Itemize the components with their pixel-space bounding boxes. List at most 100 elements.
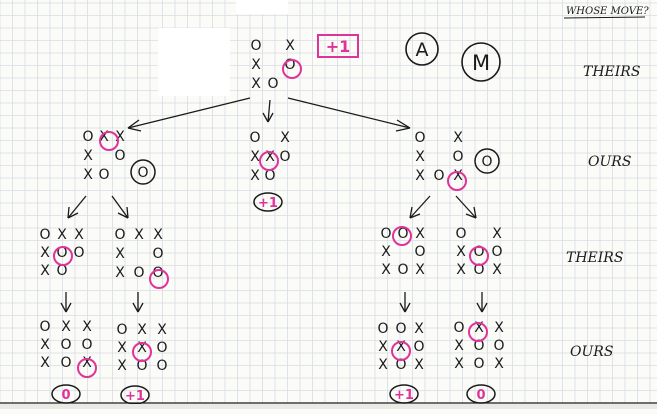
highlight-r2b <box>469 246 489 266</box>
cell-l3b-0-2: X <box>157 322 167 338</box>
arrow-l1-l2a <box>67 195 87 219</box>
cell-r2a-2-1: O <box>397 262 408 278</box>
cell-l2a-0-1: X <box>57 227 67 243</box>
cell-m1-2-1: O <box>264 168 275 184</box>
score-l3b: +1 <box>125 389 145 404</box>
cell-l3b-2-1: O <box>136 358 147 374</box>
cell-m1-1-2: O <box>279 149 290 165</box>
cell-r3a-1-0: X <box>378 339 388 355</box>
arrowhead <box>262 112 274 123</box>
cell-m1-0-0: O <box>249 130 260 146</box>
cell-root-1-0: X <box>251 57 261 73</box>
cell-root-2-1: O <box>267 76 278 92</box>
cell-r3a-0-0: O <box>377 321 388 337</box>
cell-root-0-0: O <box>250 38 261 54</box>
cell-r2b-2-2: X <box>492 262 502 278</box>
cell-r3a-2-1: O <box>395 357 406 373</box>
arrowhead <box>60 302 72 313</box>
cell-r1-2-1: O <box>433 168 444 184</box>
highlight-l3b <box>132 342 152 362</box>
score-r3b: 0 <box>476 388 485 403</box>
arrow-r1-r2b <box>455 195 477 219</box>
score-l3a: 0 <box>61 388 70 403</box>
cell-l2a-2-0: X <box>40 263 50 279</box>
arrowhead <box>117 206 129 219</box>
cell-l3a-1-1: O <box>60 337 71 353</box>
side-marker-text-l1: O <box>137 165 148 181</box>
arrow-root-left <box>127 97 251 129</box>
cell-r3a-1-1: X <box>396 339 406 355</box>
cell-r1-1-2: O <box>452 149 463 165</box>
cell-l3b-1-0: X <box>117 340 127 356</box>
cell-r2b-1-2: O <box>491 244 502 260</box>
cell-r2a-1-0: X <box>381 244 391 260</box>
cell-l3a-1-0: X <box>40 337 50 353</box>
highlight-l2b <box>149 269 169 289</box>
arrowhead <box>67 206 79 219</box>
cell-m1-2-0: X <box>250 168 260 184</box>
cell-l2a-1-1: O <box>56 245 67 261</box>
cell-root-1-2: O <box>284 57 295 73</box>
cell-r3b-0-1: X <box>474 320 484 336</box>
cell-r1-0-2: X <box>453 130 463 146</box>
highlight-l1 <box>99 131 119 151</box>
cell-l2b-0-0: O <box>114 227 125 243</box>
side-marker-r1 <box>474 148 500 174</box>
cell-r3b-1-1: O <box>473 338 484 354</box>
cell-l2a-0-0: O <box>39 227 50 243</box>
cell-l3a-2-2: X <box>82 355 92 371</box>
cell-l3b-2-0: X <box>117 358 127 374</box>
cell-l3a-0-1: X <box>61 319 71 335</box>
cell-r3b-2-1: O <box>473 356 484 372</box>
arrow-root-middle <box>267 99 271 123</box>
highlight-l2a <box>53 246 73 266</box>
root-score: +1 <box>326 37 351 56</box>
circle-m-letter: M <box>472 51 490 75</box>
cell-r2a-2-2: X <box>415 262 425 278</box>
cell-m1-1-0: X <box>250 149 260 165</box>
cell-r2a-0-1: O <box>397 226 408 242</box>
cell-l1-1-0: X <box>83 148 93 164</box>
cell-r2b-1-0: X <box>456 244 466 260</box>
cell-l2b-2-2: O <box>152 265 163 281</box>
tree-arrows <box>60 97 488 313</box>
highlight-l3a <box>77 358 97 378</box>
arrowhead <box>132 302 144 313</box>
cell-r3b-2-0: X <box>454 356 464 372</box>
cell-l1-1-2: O <box>114 148 125 164</box>
whose-move-label: WHOSE MOVE? <box>566 6 649 17</box>
cell-l1-0-2: X <box>115 129 125 145</box>
row-label-ours-1: OURS <box>588 154 631 170</box>
cell-r2a-0-2: X <box>415 226 425 242</box>
cell-r3a-0-2: X <box>414 321 424 337</box>
cell-r2a-2-0: X <box>381 262 391 278</box>
cell-m1-1-1: X <box>265 149 275 165</box>
row-label-theirs-2: THEIRS <box>566 250 623 266</box>
cell-l3b-0-1: X <box>137 322 147 338</box>
cell-r3a-1-2: O <box>413 339 424 355</box>
cell-l3a-0-2: X <box>82 319 92 335</box>
score-r3a: +1 <box>394 388 414 403</box>
score-m1: +1 <box>258 196 278 211</box>
cell-l2b-1-0: X <box>115 246 125 262</box>
paper-shadow <box>0 404 657 409</box>
cell-l2a-1-2: O <box>73 245 84 261</box>
cell-l3a-2-1: O <box>60 355 71 371</box>
cell-l3b-2-2: O <box>156 358 167 374</box>
cell-root-0-2: X <box>285 38 295 54</box>
arrow-r1-r2a <box>409 195 431 219</box>
cell-l3b-1-1: X <box>137 340 147 356</box>
cell-r3a-2-0: X <box>378 357 388 373</box>
blank-patch <box>158 28 230 96</box>
cell-r2a-0-0: O <box>380 226 391 242</box>
side-marker-text-r1: O <box>481 154 492 170</box>
arrowhead <box>476 302 488 313</box>
row-label-theirs-1: THEIRS <box>583 64 640 80</box>
circle-m <box>461 42 501 82</box>
